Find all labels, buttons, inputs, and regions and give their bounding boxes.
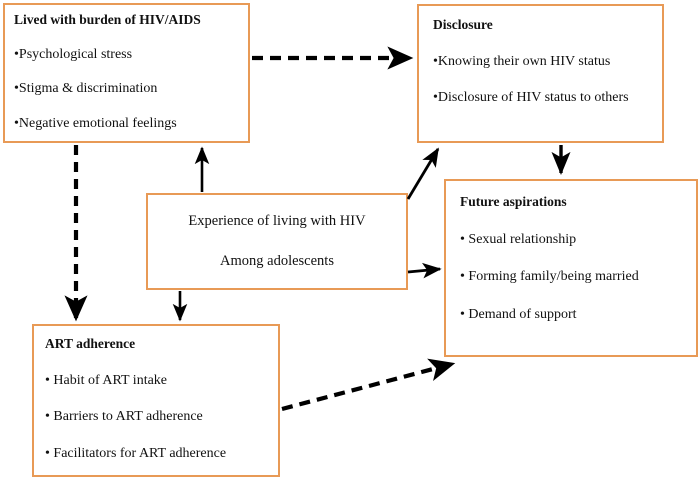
box-art-bullet-2: • Barriers to ART adherence [45, 409, 203, 425]
box-lived-bullet-2: •Stigma & discrimination [14, 81, 158, 97]
box-art-adherence: ART adherence • Habit of ART intake • Ba… [32, 324, 280, 477]
box-future-bullet-1: • Sexual relationship [460, 231, 577, 247]
box-center-phenomenon: Experience of living with HIV Among adol… [146, 193, 408, 290]
box-disclosure-bullet-1: •Knowing their own HIV status [433, 53, 611, 69]
box-lived-bullet-3: •Negative emotional feelings [14, 115, 177, 131]
box-art-title: ART adherence [45, 336, 136, 351]
box-lived-bullet-1: •Psychological stress [14, 46, 133, 62]
box-lived-with-burden: Lived with burden of HIV/AIDS •Psycholog… [3, 3, 250, 143]
box-art-bullet-3: • Facilitators for ART adherence [45, 445, 227, 461]
box-art-bullet-1: • Habit of ART intake [45, 372, 168, 388]
box-future-title: Future aspirations [460, 194, 567, 209]
box-disclosure: Disclosure •Knowing their own HIV status… [417, 4, 664, 143]
connector-center-to-future [407, 262, 442, 279]
center-line-1: Experience of living with HIV [188, 212, 366, 229]
box-disclosure-title: Disclosure [433, 17, 493, 32]
center-line-2: Among adolescents [220, 252, 334, 269]
box-lived-title: Lived with burden of HIV/AIDS [14, 12, 201, 27]
box-disclosure-bullet-2: •Disclosure of HIV status to others [433, 90, 629, 106]
box-future-bullet-3: • Demand of support [460, 306, 577, 322]
connector-art-to-future [281, 358, 456, 412]
box-future-aspirations: Future aspirations • Sexual relationship… [444, 179, 698, 357]
connector-center-to-disclosure [406, 147, 440, 200]
box-future-bullet-2: • Forming family/being married [460, 269, 639, 285]
